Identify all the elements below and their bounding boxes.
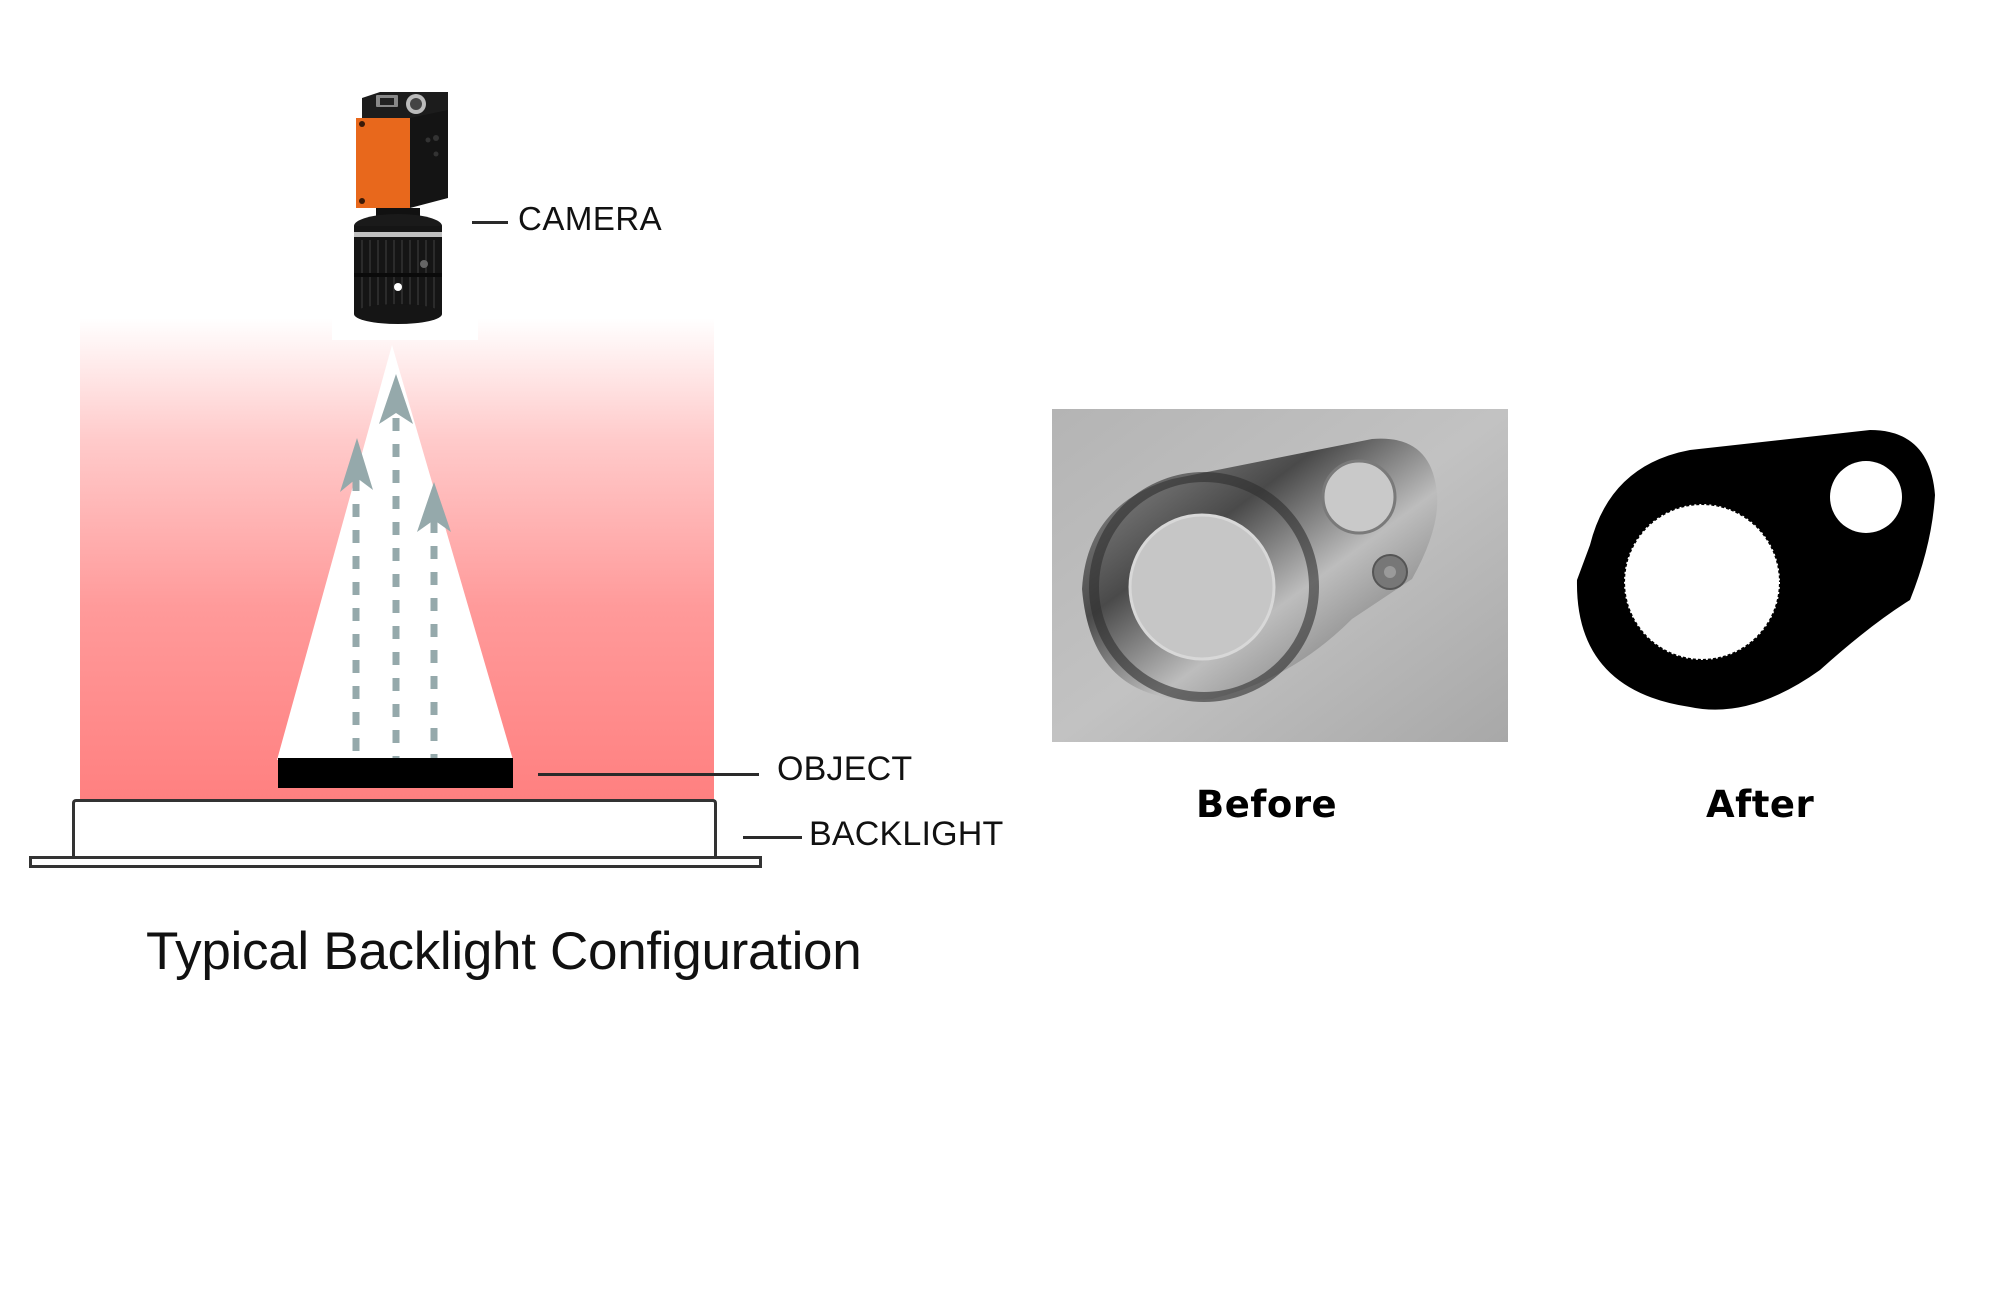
backlight-label: BACKLIGHT	[809, 815, 1004, 853]
backlight-unit	[72, 799, 717, 857]
base-plate	[29, 856, 762, 868]
diagram-caption: Typical Backlight Configuration	[146, 922, 862, 981]
before-label: Before	[1196, 783, 1338, 826]
object-leader-line	[538, 773, 759, 776]
before-photo	[1052, 409, 1508, 742]
light-ray-lines	[352, 418, 438, 760]
camera-icon	[354, 92, 448, 324]
object-label: OBJECT	[777, 750, 913, 788]
after-photo	[1576, 430, 1935, 710]
arrow-up-icon	[340, 374, 451, 532]
after-label: After	[1706, 783, 1815, 826]
light-cone	[277, 345, 513, 760]
camera-leader-line	[472, 221, 508, 224]
backlight-leader-line	[743, 836, 802, 839]
camera-label: CAMERA	[518, 200, 663, 237]
object-bar	[278, 758, 513, 788]
